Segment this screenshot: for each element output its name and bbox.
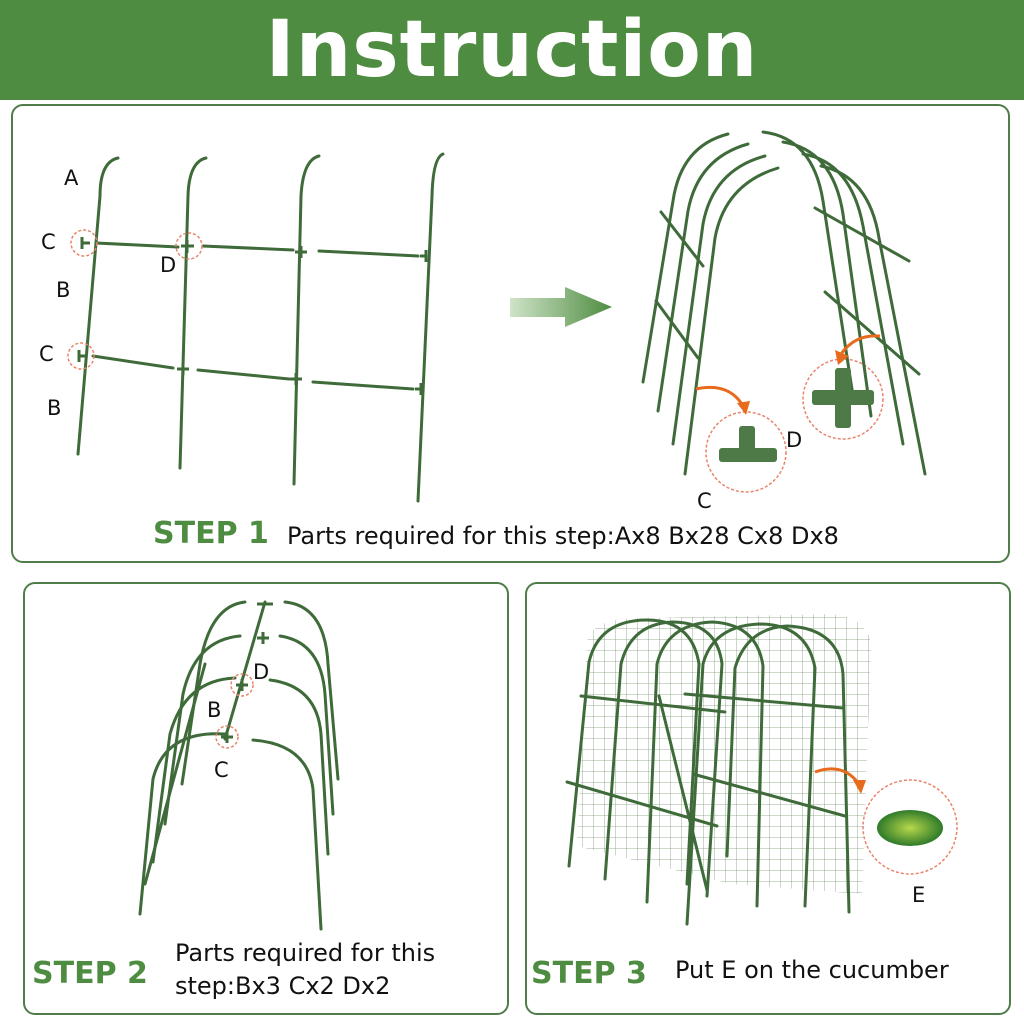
label-c-detail: C [697, 489, 712, 513]
label-d-detail: D [786, 428, 803, 452]
label-b-bottom: B [47, 396, 62, 420]
label-d-top: D [160, 253, 177, 277]
step3-label: STEP 3 [531, 956, 647, 991]
page-title: Instruction [265, 5, 759, 95]
flat-frame-4 [416, 152, 445, 503]
label-c: C [214, 758, 229, 782]
flat-frame-1 [76, 156, 120, 456]
step2-description: Parts required for this step:Bx3 Cx2 Dx2 [175, 937, 435, 1003]
flat-frame-2 [178, 156, 208, 470]
label-b-top: B [56, 278, 71, 302]
label-c-bottom: C [39, 342, 54, 366]
flat-frame-3 [292, 154, 321, 486]
label-d: D [253, 660, 270, 684]
step1-panel: A C D B C B D C STEP 1 Parts required fo… [11, 104, 1010, 563]
t-connector-icon [719, 426, 777, 462]
step3-panel: E STEP 3 Put E on the cucumber [525, 582, 1011, 1015]
step2-illustration [138, 600, 340, 931]
crossbar-bottom [91, 354, 415, 391]
step1-label: STEP 1 [153, 516, 269, 551]
header-banner: Instruction [0, 0, 1024, 100]
label-c-top: C [41, 230, 56, 254]
step2-panel: D B C STEP 2 Parts required for this ste… [23, 582, 509, 1015]
step3-illustration [565, 614, 958, 926]
label-e: E [912, 883, 926, 907]
netting-bundle-icon [877, 810, 943, 846]
step2-label: STEP 2 [32, 956, 148, 991]
step1-description: Parts required for this step:Ax8 Bx28 Cx… [287, 522, 839, 550]
transition-arrow [510, 287, 612, 327]
step1-illustration [67, 130, 927, 503]
cross-connector-icon [812, 368, 874, 428]
crossbar-top [94, 241, 420, 258]
step2-description-line1: Parts required for this [175, 939, 436, 967]
label-a: A [64, 166, 79, 190]
step3-description: Put E on the cucumber [675, 956, 949, 984]
step2-description-line2: step:Bx3 Cx2 Dx2 [175, 972, 391, 1000]
label-b: B [207, 698, 222, 722]
